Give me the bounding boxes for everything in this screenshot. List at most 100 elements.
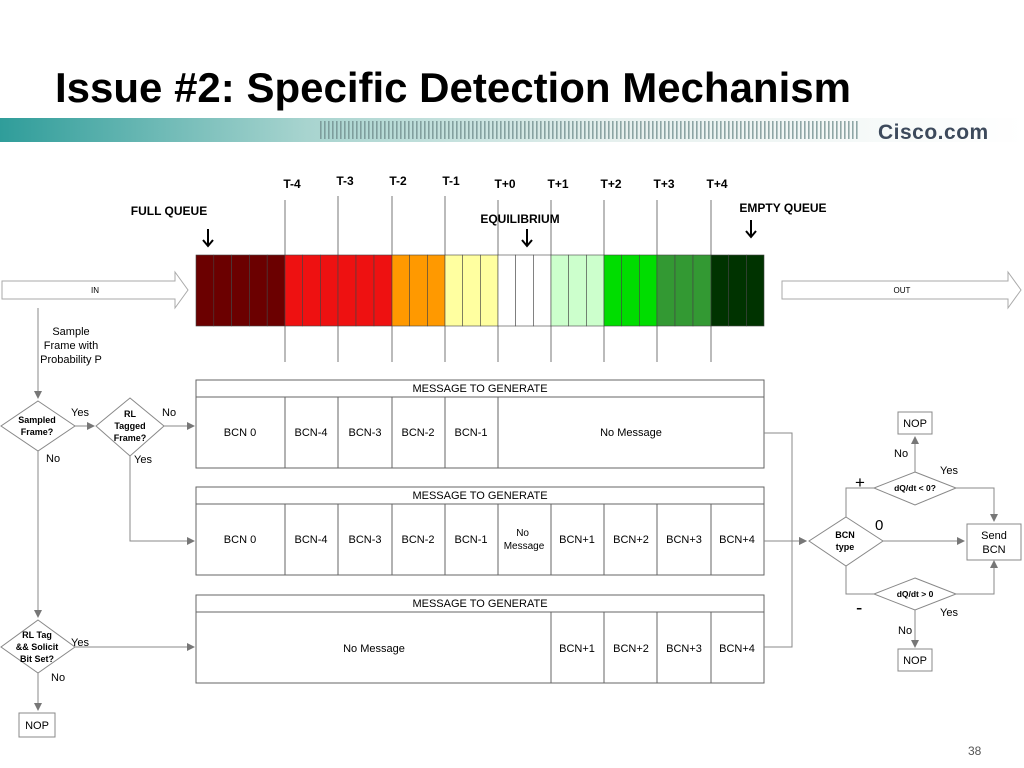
time-label: T+0: [494, 177, 515, 191]
minus-label: -: [856, 598, 862, 619]
table-header: MESSAGE TO GENERATE: [412, 490, 547, 502]
time-label: T+3: [653, 177, 674, 191]
table-header: MESSAGE TO GENERATE: [412, 383, 547, 395]
table-cell: BCN-2: [401, 427, 434, 439]
decision-dq-negative: dQ/dt < 0?: [872, 471, 958, 506]
queue-zone-t3: [603, 254, 658, 327]
table-cell: BCN+1: [559, 534, 595, 546]
time-label: T+2: [600, 177, 621, 191]
table-cell: BCN+4: [719, 643, 755, 655]
cisco-logo: Cisco.com: [878, 121, 989, 144]
svg-text:dQ/dt < 0?: dQ/dt < 0?: [894, 483, 936, 493]
nop-box-bottom-left: NOP: [18, 712, 56, 738]
table-cell: BCN-3: [348, 427, 381, 439]
time-label: T-1: [442, 174, 460, 188]
queue-zone-t2: [550, 254, 605, 327]
time-labels: T-4 T-3 T-2 T-1 T+0 T+1 T+2 T+3 T+4: [283, 174, 728, 191]
table-cell: No Message: [343, 643, 405, 655]
send-bcn-box: Send BCN: [966, 523, 1022, 561]
no-label: No: [46, 453, 60, 465]
yes-label: Yes: [71, 637, 89, 649]
svg-text:dQ/dt > 0: dQ/dt > 0: [897, 589, 934, 599]
time-label: T-3: [336, 174, 354, 188]
no-label: No: [162, 407, 176, 419]
svg-text:Probability P: Probability P: [40, 354, 102, 366]
table-cell: BCN 0: [224, 427, 256, 439]
nop-box-top-right: NOP: [897, 411, 933, 435]
time-label: T+4: [706, 177, 727, 191]
svg-text:Frame?: Frame?: [114, 433, 147, 443]
decision-bcn-type: BCN type: [808, 516, 884, 567]
yes-label: Yes: [134, 454, 152, 466]
table-cell-no-message: No Message: [504, 528, 545, 552]
queue-zone-t0: [444, 254, 499, 327]
zero-label: 0: [875, 517, 883, 534]
empty-queue-label: EMPTY QUEUE: [739, 201, 826, 215]
left-flow-lines: [34, 308, 195, 711]
empty-queue-down-arrow-icon: [745, 220, 757, 239]
message-table-1: MESSAGE TO GENERATE BCN 0 BCN-4 BCN-3 BC…: [195, 379, 765, 469]
svg-text:BCN: BCN: [982, 544, 1005, 556]
decision-sampled-frame: Sampled Frame?: [0, 400, 76, 452]
time-label: T-4: [283, 177, 301, 191]
nop-box-bottom-right: NOP: [897, 648, 933, 672]
yes-label: Yes: [940, 607, 958, 619]
yes-label: Yes: [940, 465, 958, 477]
svg-text:NOP: NOP: [903, 655, 927, 667]
queue-bar: [195, 254, 765, 327]
table-cell: BCN+4: [719, 534, 755, 546]
no-label: No: [898, 625, 912, 637]
in-label: IN: [91, 286, 99, 295]
table-cell: BCN+2: [613, 643, 649, 655]
time-label: T-2: [389, 174, 407, 188]
right-flow-lines: [764, 432, 998, 648]
page-title: Issue #2: Specific Detection Mechanism: [55, 64, 851, 111]
table-cell: No Message: [600, 427, 662, 439]
decision-rl-tag-solicit: RL Tag && Solicit Bit Set?: [0, 619, 76, 674]
svg-text:Frame with: Frame with: [44, 340, 98, 352]
table-header: MESSAGE TO GENERATE: [412, 598, 547, 610]
queue-zone-t-1: [391, 254, 446, 327]
queue-zone-t4: [656, 254, 712, 327]
table-cell: BCN-1: [454, 427, 487, 439]
decision-rl-tagged: RL Tagged Frame?: [95, 397, 165, 457]
queue-markers: FULL QUEUE EQUILIBRIUM EMPTY QUEUE: [131, 201, 827, 248]
svg-text:BCN: BCN: [835, 530, 855, 540]
table-cell: BCN-2: [401, 534, 434, 546]
svg-text:Sampled: Sampled: [18, 415, 56, 425]
table-cell: BCN-3: [348, 534, 381, 546]
queue-zone-t-4: [195, 254, 286, 327]
yes-label: Yes: [71, 407, 89, 419]
queue-zone-t-3: [284, 254, 339, 327]
table-cell: BCN+1: [559, 643, 595, 655]
svg-text:Bit Set?: Bit Set?: [20, 654, 54, 664]
plus-label: +: [855, 473, 865, 492]
queue-zone-t-2: [337, 254, 393, 327]
time-label: T+1: [547, 177, 568, 191]
table-cell: BCN+3: [666, 643, 702, 655]
table-cell: BCN 0: [224, 534, 256, 546]
left-flow-labels: Yes No No Yes Yes No: [46, 407, 176, 684]
table-cell: BCN-4: [294, 427, 327, 439]
svg-text:Frame?: Frame?: [21, 427, 54, 437]
message-table-3: MESSAGE TO GENERATE No Message BCN+1 BCN…: [195, 594, 765, 684]
svg-text:RL Tag: RL Tag: [22, 630, 52, 640]
svg-text:NOP: NOP: [25, 720, 49, 732]
full-queue-down-arrow-icon: [202, 229, 214, 248]
right-flow-labels: No Yes + 0 - Yes No: [855, 448, 958, 637]
equilibrium-label: EQUILIBRIUM: [480, 212, 559, 226]
svg-text:Sample: Sample: [52, 326, 89, 338]
sample-probability-label: Sample Frame with Probability P: [40, 326, 102, 366]
out-arrow: OUT: [781, 270, 1022, 310]
table-cell: BCN+2: [613, 534, 649, 546]
page-number: 38: [968, 744, 982, 758]
table-cell: BCN+3: [666, 534, 702, 546]
table-cell: BCN-1: [454, 534, 487, 546]
svg-text:RL: RL: [124, 409, 136, 419]
queue-zone-t1: [497, 254, 552, 327]
in-arrow: IN: [1, 270, 189, 310]
no-label: No: [51, 672, 65, 684]
out-label: OUT: [894, 286, 911, 295]
